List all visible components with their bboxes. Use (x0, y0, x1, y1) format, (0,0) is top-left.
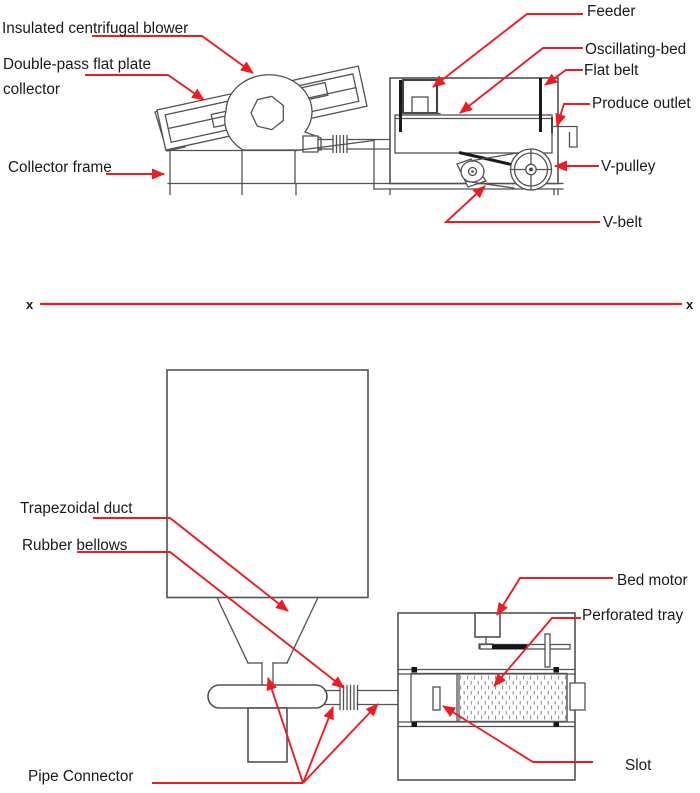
label-pipe-connector: Pipe Connector (28, 768, 133, 785)
trapezoidal-duct-part (216, 596, 319, 686)
label-slot: Slot (625, 757, 652, 774)
label-flat-belt: Flat belt (584, 62, 639, 79)
label-trapezoidal-duct: Trapezoidal duct (20, 500, 133, 517)
crank-link (544, 633, 551, 668)
rail-mount-bl (411, 721, 417, 727)
leader-insulated-blower (92, 35, 254, 74)
label-perforated-tray: Perforated tray (582, 607, 684, 624)
leader-perforated-tray (493, 617, 581, 687)
feeder-part (399, 78, 441, 115)
label-v-pulley: V-pulley (601, 158, 656, 175)
side-view-drawing (154, 65, 578, 196)
slot-part (432, 686, 441, 711)
perforated-tray-part (458, 672, 568, 723)
label-bed-motor: Bed motor (617, 572, 688, 589)
leader-pipe-connector (152, 677, 379, 784)
section-line: x x (26, 297, 694, 312)
leader-oscillating-bed (459, 47, 583, 114)
blower-housing-plan (207, 684, 328, 709)
v-belt-bottom (466, 180, 515, 189)
label-double-pass-line2: collector (3, 81, 60, 98)
label-v-belt: V-belt (603, 214, 643, 231)
produce-outlet-part (551, 117, 578, 148)
leader-bed-motor (496, 577, 613, 616)
drive-assembly (456, 148, 553, 191)
bed-motor-part (474, 612, 501, 638)
v-pulley-part (509, 148, 553, 191)
plan-view-drawing (166, 369, 586, 781)
collector-plan-rect (166, 369, 369, 599)
blower-hub (250, 95, 284, 131)
leader-slot (442, 705, 593, 763)
label-feeder: Feeder (587, 3, 635, 20)
rail-mount-tl (411, 667, 417, 673)
connecting-pipe (324, 684, 399, 711)
leader-trapezoidal-duct (93, 517, 289, 612)
label-double-pass-line1: Double-pass flat plate (3, 56, 151, 73)
label-collector-frame: Collector frame (8, 159, 112, 176)
label-rubber-bellows: Rubber bellows (22, 537, 128, 554)
rail-mount-br (553, 721, 559, 727)
motor-pulley (460, 160, 485, 183)
bed-assembly-plan (397, 612, 586, 781)
section-marker-right: x (686, 297, 694, 312)
label-oscillating-bed: Oscillating-bed (585, 41, 686, 58)
leader-rubber-bellows (77, 551, 345, 689)
leader-lines (77, 13, 613, 784)
outlet-stub (569, 682, 586, 711)
leader-double-pass-collector (85, 74, 205, 101)
leader-v-belt (443, 185, 600, 223)
oscillating-bed-part (394, 114, 553, 154)
rubber-bellows-part (339, 684, 359, 711)
annotation-labels: Insulated centrifugal blower Double-pass… (2, 3, 691, 785)
label-produce-outlet: Produce outlet (592, 95, 691, 112)
leader-flat-belt (544, 69, 583, 86)
section-marker-left: x (26, 297, 34, 312)
drive-bar-black-segment (492, 644, 527, 649)
leader-feeder (432, 13, 583, 88)
v-belt-top (469, 152, 518, 162)
label-insulated-blower: Insulated centrifugal blower (2, 20, 188, 37)
centrifugal-blower (224, 74, 322, 151)
leader-produce-outlet (555, 103, 590, 127)
rail-mount-tr (553, 667, 559, 673)
